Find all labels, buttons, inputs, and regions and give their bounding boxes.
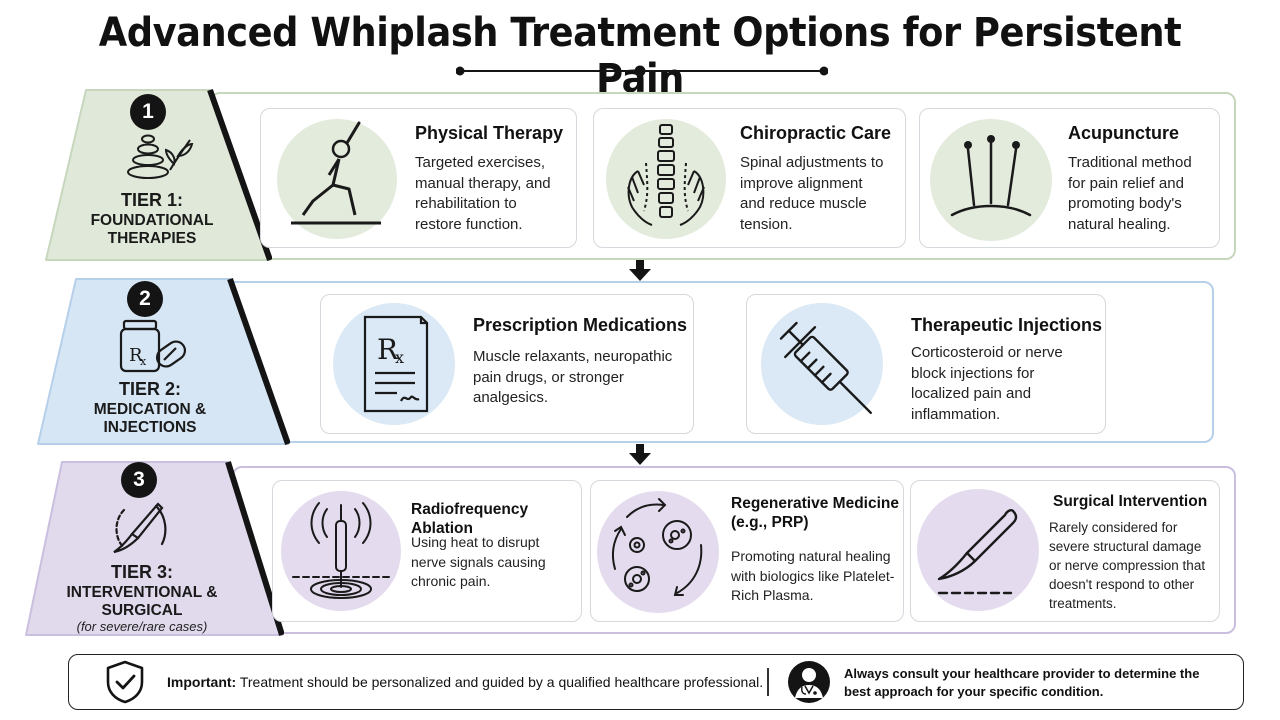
- card-description: Muscle relaxants, neuropathic pain drugs…: [473, 348, 673, 407]
- lunge-figure-icon: [277, 119, 397, 239]
- tier-3-label: TIER 3: INTERVENTIONAL & SURGICAL: [66, 562, 218, 620]
- card-title: Regenerative Medicine (e.g., PRP): [731, 495, 899, 531]
- svg-text:x: x: [140, 355, 147, 368]
- svg-text:x: x: [395, 348, 404, 367]
- cells-cycle-icon: [597, 491, 719, 613]
- acupuncture-needles-icon: [930, 119, 1052, 241]
- footer-divider: [767, 668, 769, 696]
- doctor-avatar-icon: [788, 661, 830, 703]
- tier-1-label: TIER 1: FOUNDATIONAL THERAPIES: [90, 190, 214, 248]
- footer-note: Important: Treatment should be personali…: [68, 654, 1244, 710]
- card-description: Using heat to disrupt nerve signals caus…: [411, 534, 546, 590]
- card-description: Traditional method for pain relief and p…: [1068, 154, 1192, 234]
- footer-important-text: Important: Treatment should be personali…: [167, 674, 764, 690]
- card-title: Radiofrequency Ablation: [411, 501, 529, 537]
- card-description: Targeted exercises, manual therapy, and …: [415, 154, 551, 234]
- shield-check-icon: [106, 660, 144, 704]
- tier-3-note: (for severe/rare cases): [76, 619, 208, 634]
- card-surgical-intervention[interactable]: Surgical Intervention Rarely considered …: [910, 480, 1220, 622]
- card-title: Prescription Medications: [473, 315, 688, 335]
- arrow-down-icon: [629, 444, 651, 465]
- tier-3-tab: 3 TIER 3: INTERVENTIONAL & SURGICAL (for…: [22, 460, 284, 638]
- spine-hands-icon: [606, 119, 726, 239]
- card-physical-therapy[interactable]: Physical Therapy Targeted exercises, man…: [260, 108, 577, 248]
- card-acupuncture[interactable]: Acupuncture Traditional method for pain …: [919, 108, 1220, 248]
- prescription-icon: R x: [333, 303, 455, 425]
- arrow-down-icon: [629, 260, 651, 281]
- tier-1-tab: 1 TIER 1: FOUNDATIONAL THERAPIES: [42, 88, 272, 263]
- tier-2-label: TIER 2: MEDICATION & INJECTIONS: [93, 379, 207, 437]
- card-regenerative-medicine[interactable]: Regenerative Medicine (e.g., PRP) Promot…: [590, 480, 904, 622]
- tier-1-badge: 1: [130, 94, 166, 130]
- card-title: Therapeutic Injections: [911, 315, 1103, 335]
- card-title: Physical Therapy: [415, 123, 564, 143]
- scalpel-incision-icon: [917, 489, 1039, 611]
- card-title: Acupuncture: [1068, 123, 1180, 143]
- radiofrequency-probe-icon: [281, 491, 401, 611]
- card-therapeutic-injections[interactable]: Therapeutic Injections Corticosteroid or…: [746, 294, 1106, 434]
- tier-2-tab: 2 R x TIER 2: MEDICATION & INJECTIONS: [34, 277, 290, 447]
- card-title: Surgical Intervention: [1053, 493, 1208, 510]
- title-divider: [456, 65, 828, 77]
- syringe-icon: [761, 303, 883, 425]
- card-description: Rarely considered for severe structural …: [1049, 520, 1206, 611]
- card-description: Promoting natural healing with biologics…: [731, 548, 895, 604]
- svg-text:R: R: [377, 333, 399, 366]
- svg-text:R: R: [129, 345, 143, 366]
- tier-3-badge: 3: [121, 462, 157, 498]
- tier-2-badge: 2: [127, 281, 163, 317]
- card-radiofrequency-ablation[interactable]: Radiofrequency Ablation Using heat to di…: [272, 480, 582, 622]
- card-title: Chiropractic Care: [740, 123, 892, 143]
- card-chiropractic-care[interactable]: Chiropractic Care Spinal adjustments to …: [593, 108, 906, 248]
- page-title: Advanced Whiplash Treatment Options for …: [98, 10, 1182, 102]
- footer-consult-text: Always consult your healthcare provider …: [844, 666, 1200, 699]
- card-prescription-medications[interactable]: R x Prescription Medications Muscle rela…: [320, 294, 694, 434]
- card-description: Spinal adjustments to improve alignment …: [740, 154, 884, 234]
- scalpel-icon: [113, 502, 167, 554]
- pill-bottle-icon: R x: [119, 319, 187, 373]
- stones-leaf-icon: [127, 134, 194, 179]
- card-description: Corticosteroid or nerve block injections…: [911, 344, 1063, 424]
